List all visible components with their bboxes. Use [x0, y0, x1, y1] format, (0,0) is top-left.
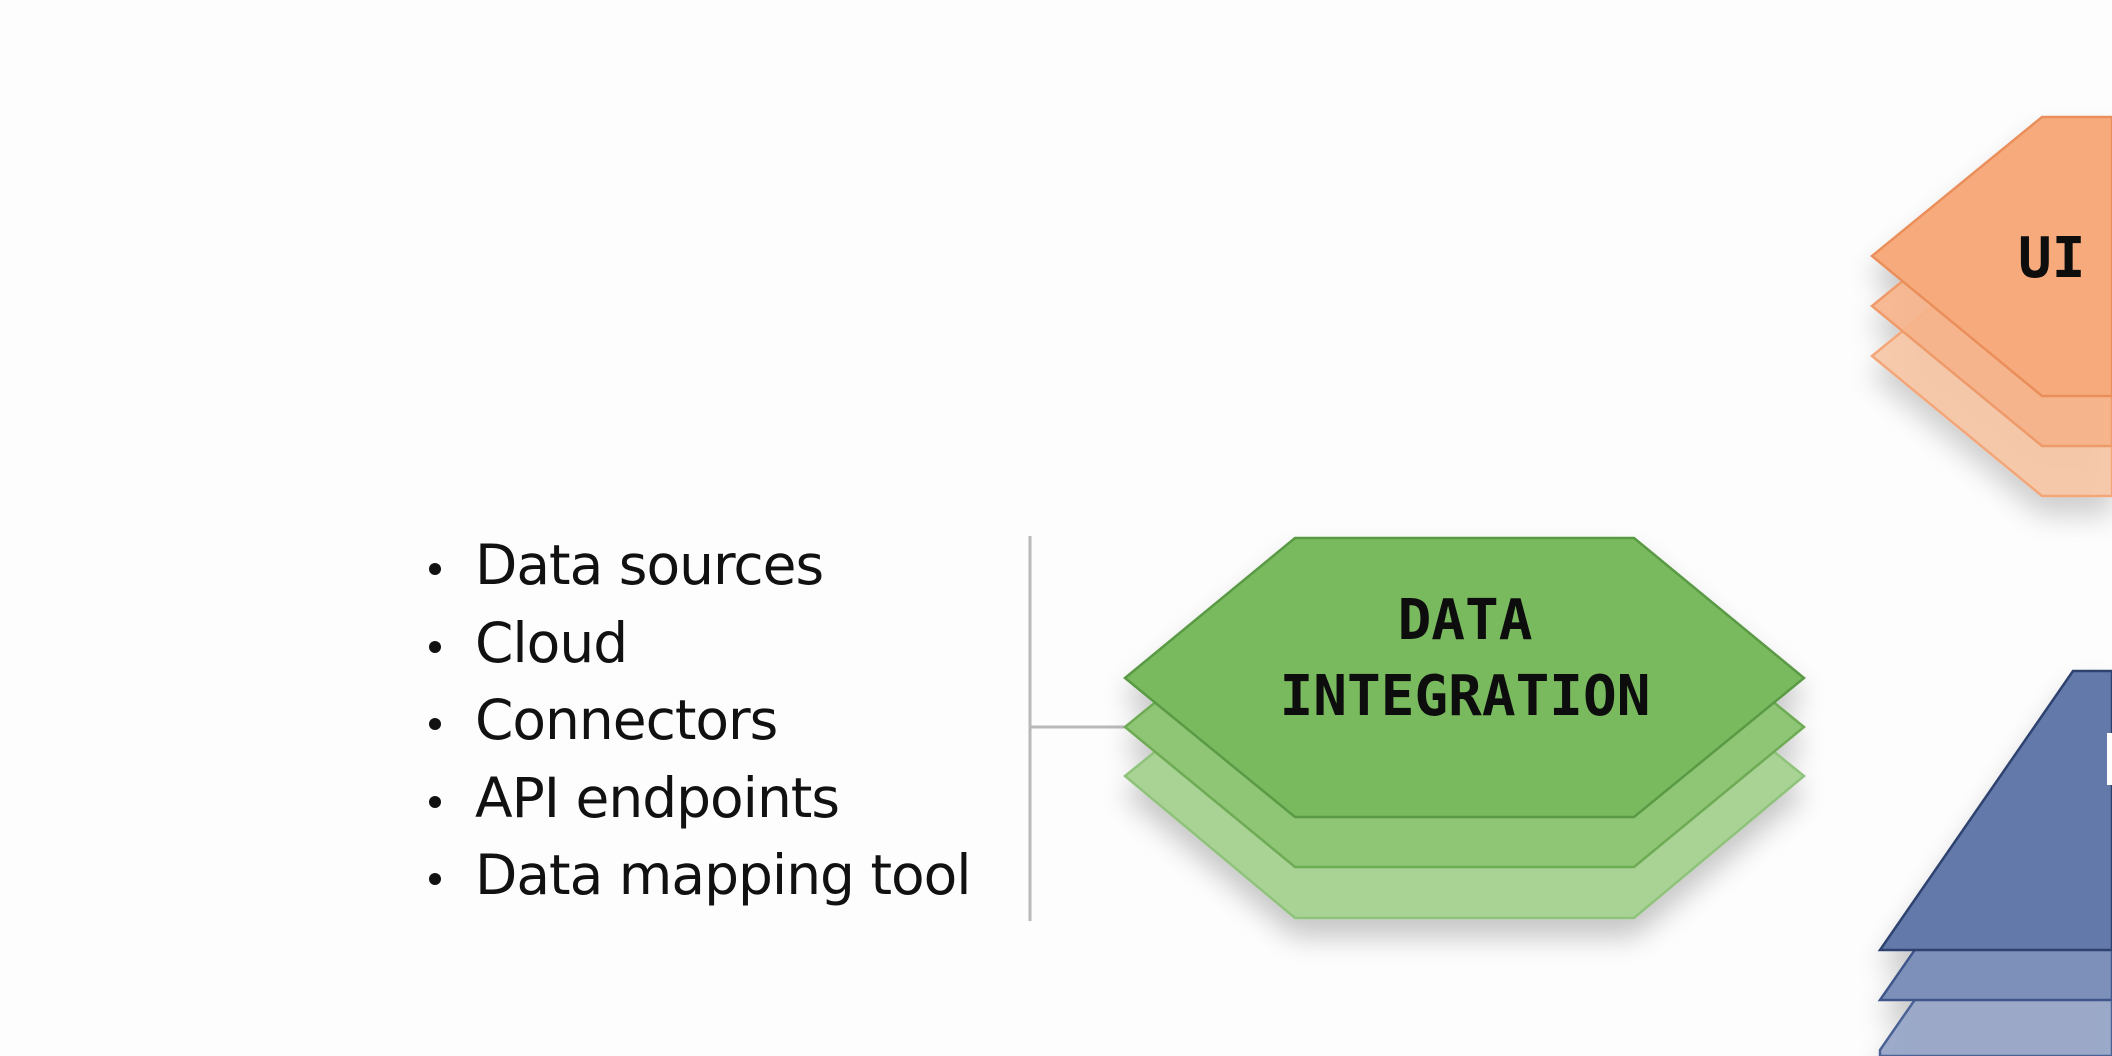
- bullet-item: Cloud: [420, 605, 971, 683]
- ui-node-title: UI: [2018, 226, 2085, 291]
- bullet-item: Connectors: [420, 682, 971, 760]
- connector-bracket: [1028, 536, 1130, 921]
- data-integration-bullet-list: Data sources Cloud Connectors API endpoi…: [420, 527, 972, 915]
- data-integration-layer-1: [1123, 536, 1806, 819]
- bullet-item: API endpoints: [420, 760, 971, 838]
- blue-node-layer-1: [1877, 669, 2112, 952]
- data-integration-title-line1: DATA: [1398, 588, 1533, 653]
- data-integration-node[interactable]: DATA INTEGRATION: [1123, 536, 1806, 920]
- bullet-item: Data mapping tool: [420, 837, 972, 915]
- data-integration-title-line2: INTEGRATION: [1280, 664, 1651, 729]
- blue-node[interactable]: [1877, 669, 2112, 1056]
- bullet-item: Data sources: [420, 527, 971, 605]
- ui-node[interactable]: UI: [1870, 115, 2112, 498]
- ui-node-layer-1: [1870, 115, 2112, 398]
- blue-node-label-fragment: [2107, 733, 2112, 785]
